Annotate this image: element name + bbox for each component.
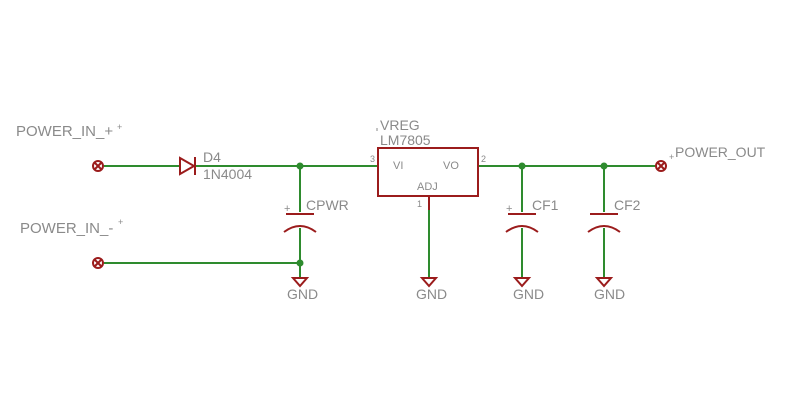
diode-icon (179, 156, 197, 176)
junctions (296, 162, 608, 267)
power-out-label: POWER_OUT (675, 144, 766, 160)
power-out-connector[interactable]: + POWER_OUT (655, 144, 766, 172)
cf1-name: CF1 (532, 197, 559, 213)
junction-dot (600, 162, 608, 170)
capacitor-cpwr[interactable]: + CPWR (283, 197, 349, 233)
ground-label: GND (287, 286, 318, 302)
capacitor-cf1[interactable]: + CF1 (505, 197, 559, 233)
vreg-pin-adj-label: ADJ (417, 181, 438, 193)
power-in-neg-label: POWER_IN_- (20, 220, 113, 237)
vreg-pin-adj-number: 1 (417, 199, 422, 209)
cpwr-name: CPWR (306, 197, 349, 213)
vreg-name: VREG (380, 117, 420, 133)
power-in-pos-pin-mark: + (117, 122, 122, 132)
vreg-pin-out-number: 2 (481, 154, 486, 164)
junction-dot (518, 162, 526, 170)
ground-cpwr: GND (287, 277, 318, 302)
vreg-pin-in-number: 3 (370, 154, 375, 164)
wires (104, 165, 656, 278)
terminal-icon (92, 257, 104, 269)
power-in-pos-label: POWER_IN_+ (16, 123, 113, 140)
diode-value: 1N4004 (203, 166, 252, 182)
power-out-pin-mark: + (669, 152, 674, 162)
ground-icon (512, 277, 532, 288)
polarized-capacitor-icon (283, 213, 317, 233)
cpwr-polarity: + (284, 203, 290, 215)
power-in-pos-connector[interactable]: POWER_IN_+ + (16, 122, 122, 172)
ground-icon (419, 277, 439, 288)
cf2-name: CF2 (614, 197, 641, 213)
vreg-pin-out-label: VO (443, 160, 459, 172)
voltage-regulator[interactable]: VREG LM7805 VI VO ADJ 3 2 1 (370, 117, 486, 210)
vreg-pin-in-label: VI (393, 160, 403, 172)
cf1-polarity: + (506, 203, 512, 215)
terminal-icon (655, 160, 667, 172)
ground-icon (290, 277, 310, 288)
ground-icon (594, 277, 614, 288)
polarized-capacitor-icon (505, 213, 539, 233)
ground-label: GND (594, 286, 625, 302)
ground-vreg: GND (416, 277, 447, 302)
capacitor-cf2[interactable]: CF2 (587, 197, 641, 233)
capacitor-icon (587, 213, 621, 233)
junction-dot (296, 162, 304, 170)
ground-label: GND (416, 286, 447, 302)
ground-label: GND (513, 286, 544, 302)
junction-dot (296, 259, 304, 267)
power-in-neg-connector[interactable]: POWER_IN_- + (20, 217, 123, 269)
ground-cf2: GND (594, 277, 625, 302)
power-in-neg-pin-mark: + (118, 217, 123, 227)
vreg-value: LM7805 (380, 132, 431, 148)
diode-d4[interactable]: D4 1N4004 (179, 149, 252, 182)
diode-name: D4 (203, 149, 221, 165)
terminal-icon (92, 160, 104, 172)
ground-cf1: GND (512, 277, 544, 302)
